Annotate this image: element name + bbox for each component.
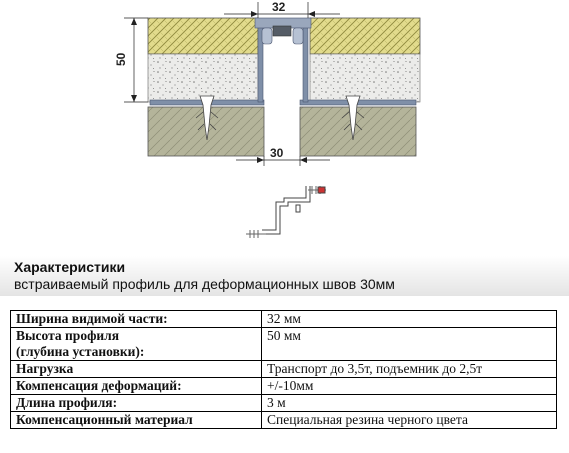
characteristics-band [0, 256, 569, 296]
dimension-gap-label: 30 [270, 146, 284, 160]
table-row: Компенсация деформаций: +/-10мм [10, 377, 557, 395]
dimension-gap: 30 [236, 146, 330, 166]
table-row: Компенсационный материал Специальная рез… [10, 411, 557, 429]
spec-key: Ширина видимой части: [10, 310, 262, 328]
spec-key: Компенсация деформаций: [10, 377, 262, 395]
characteristics-subtitle: встраиваемый профиль для деформационных … [14, 276, 395, 292]
profile-sketch [246, 186, 326, 238]
expansion-joint-drawing: 32 50 30 [114, 0, 421, 238]
characteristics-title: Характеристики [14, 259, 126, 275]
right-slab [299, 17, 421, 157]
spec-key: Нагрузка [10, 360, 262, 378]
anchor-left [195, 95, 219, 141]
spec-value: 32 мм [261, 310, 557, 328]
dimension-height-label: 50 [114, 52, 128, 66]
specs-table: Ширина видимой части: 32 мм Высота профи… [10, 310, 557, 429]
dimension-width-label: 32 [272, 0, 286, 14]
anchor-right [341, 95, 365, 141]
table-row: Ширина видимой части: 32 мм [10, 310, 557, 328]
dimension-height: 50 [114, 17, 148, 103]
spec-key: Высота профиля (глубина установки): [10, 327, 262, 361]
spec-value: 3 м [261, 394, 557, 412]
spec-value: Транспорт до 3,5т, подъемник до 2,5т [261, 360, 557, 378]
spec-value: Специальная резина черного цвета [261, 411, 557, 429]
table-row: Нагрузка Транспорт до 3,5т, подъемник до… [10, 360, 557, 378]
table-row: Длина профиля: 3 м [10, 394, 557, 412]
dimension-width: 32 [224, 0, 340, 18]
spec-value: +/-10мм [261, 377, 557, 395]
table-row: Высота профиля (глубина установки): 50 м… [10, 327, 557, 361]
spec-key: Компенсационный материал [10, 411, 262, 429]
spec-value: 50 мм [261, 327, 557, 361]
spec-key: Длина профиля: [10, 394, 262, 412]
